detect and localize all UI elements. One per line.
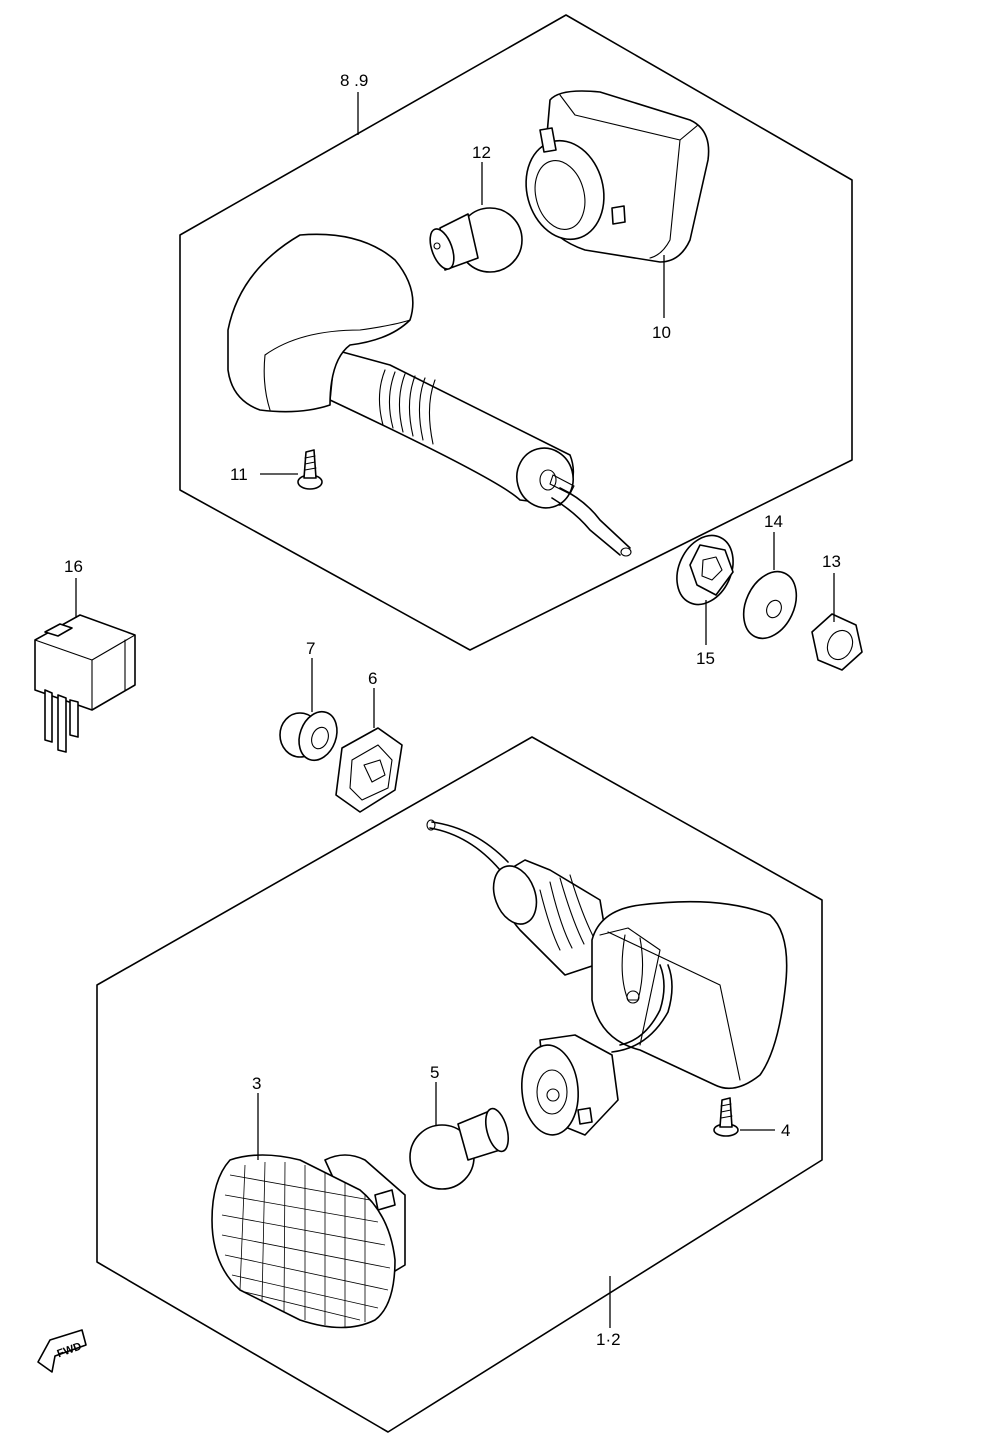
callout-10: 10 — [652, 323, 671, 342]
lower-turn-signal-housing — [426, 819, 788, 1090]
callout-7: 7 — [306, 639, 315, 658]
upper-bulb — [429, 207, 523, 273]
lower-bulb — [409, 1107, 510, 1190]
callout-5: 5 — [430, 1063, 439, 1082]
nut — [811, 613, 863, 671]
callout-12: 12 — [472, 143, 491, 162]
upper-screw — [297, 449, 323, 490]
small-nut — [279, 710, 338, 762]
callout-8-9: 8 .9 — [340, 71, 368, 90]
cushion — [335, 727, 403, 813]
relay — [34, 614, 136, 753]
callout-1-2: 1·2 — [596, 1330, 621, 1349]
leader-lines — [75, 92, 835, 1328]
upper-lens — [525, 90, 710, 263]
lower-screw — [713, 1097, 739, 1137]
callout-13: 13 — [822, 552, 841, 571]
callout-11: 11 — [230, 465, 248, 484]
washer — [742, 570, 798, 640]
grommet — [676, 534, 734, 606]
callout-6: 6 — [368, 669, 377, 688]
callout-3: 3 — [252, 1074, 261, 1093]
lower-lens — [211, 1154, 406, 1329]
callout-16: 16 — [64, 557, 83, 576]
upper-assembly-outline — [179, 14, 853, 651]
callout-15: 15 — [696, 649, 715, 668]
callout-14: 14 — [764, 512, 783, 531]
forward-direction-arrow: FWD — [37, 1329, 87, 1373]
lower-socket — [521, 1034, 619, 1136]
callout-4: 4 — [781, 1121, 790, 1140]
upper-turn-signal-housing — [227, 233, 632, 557]
lower-assembly-outline — [96, 736, 823, 1433]
